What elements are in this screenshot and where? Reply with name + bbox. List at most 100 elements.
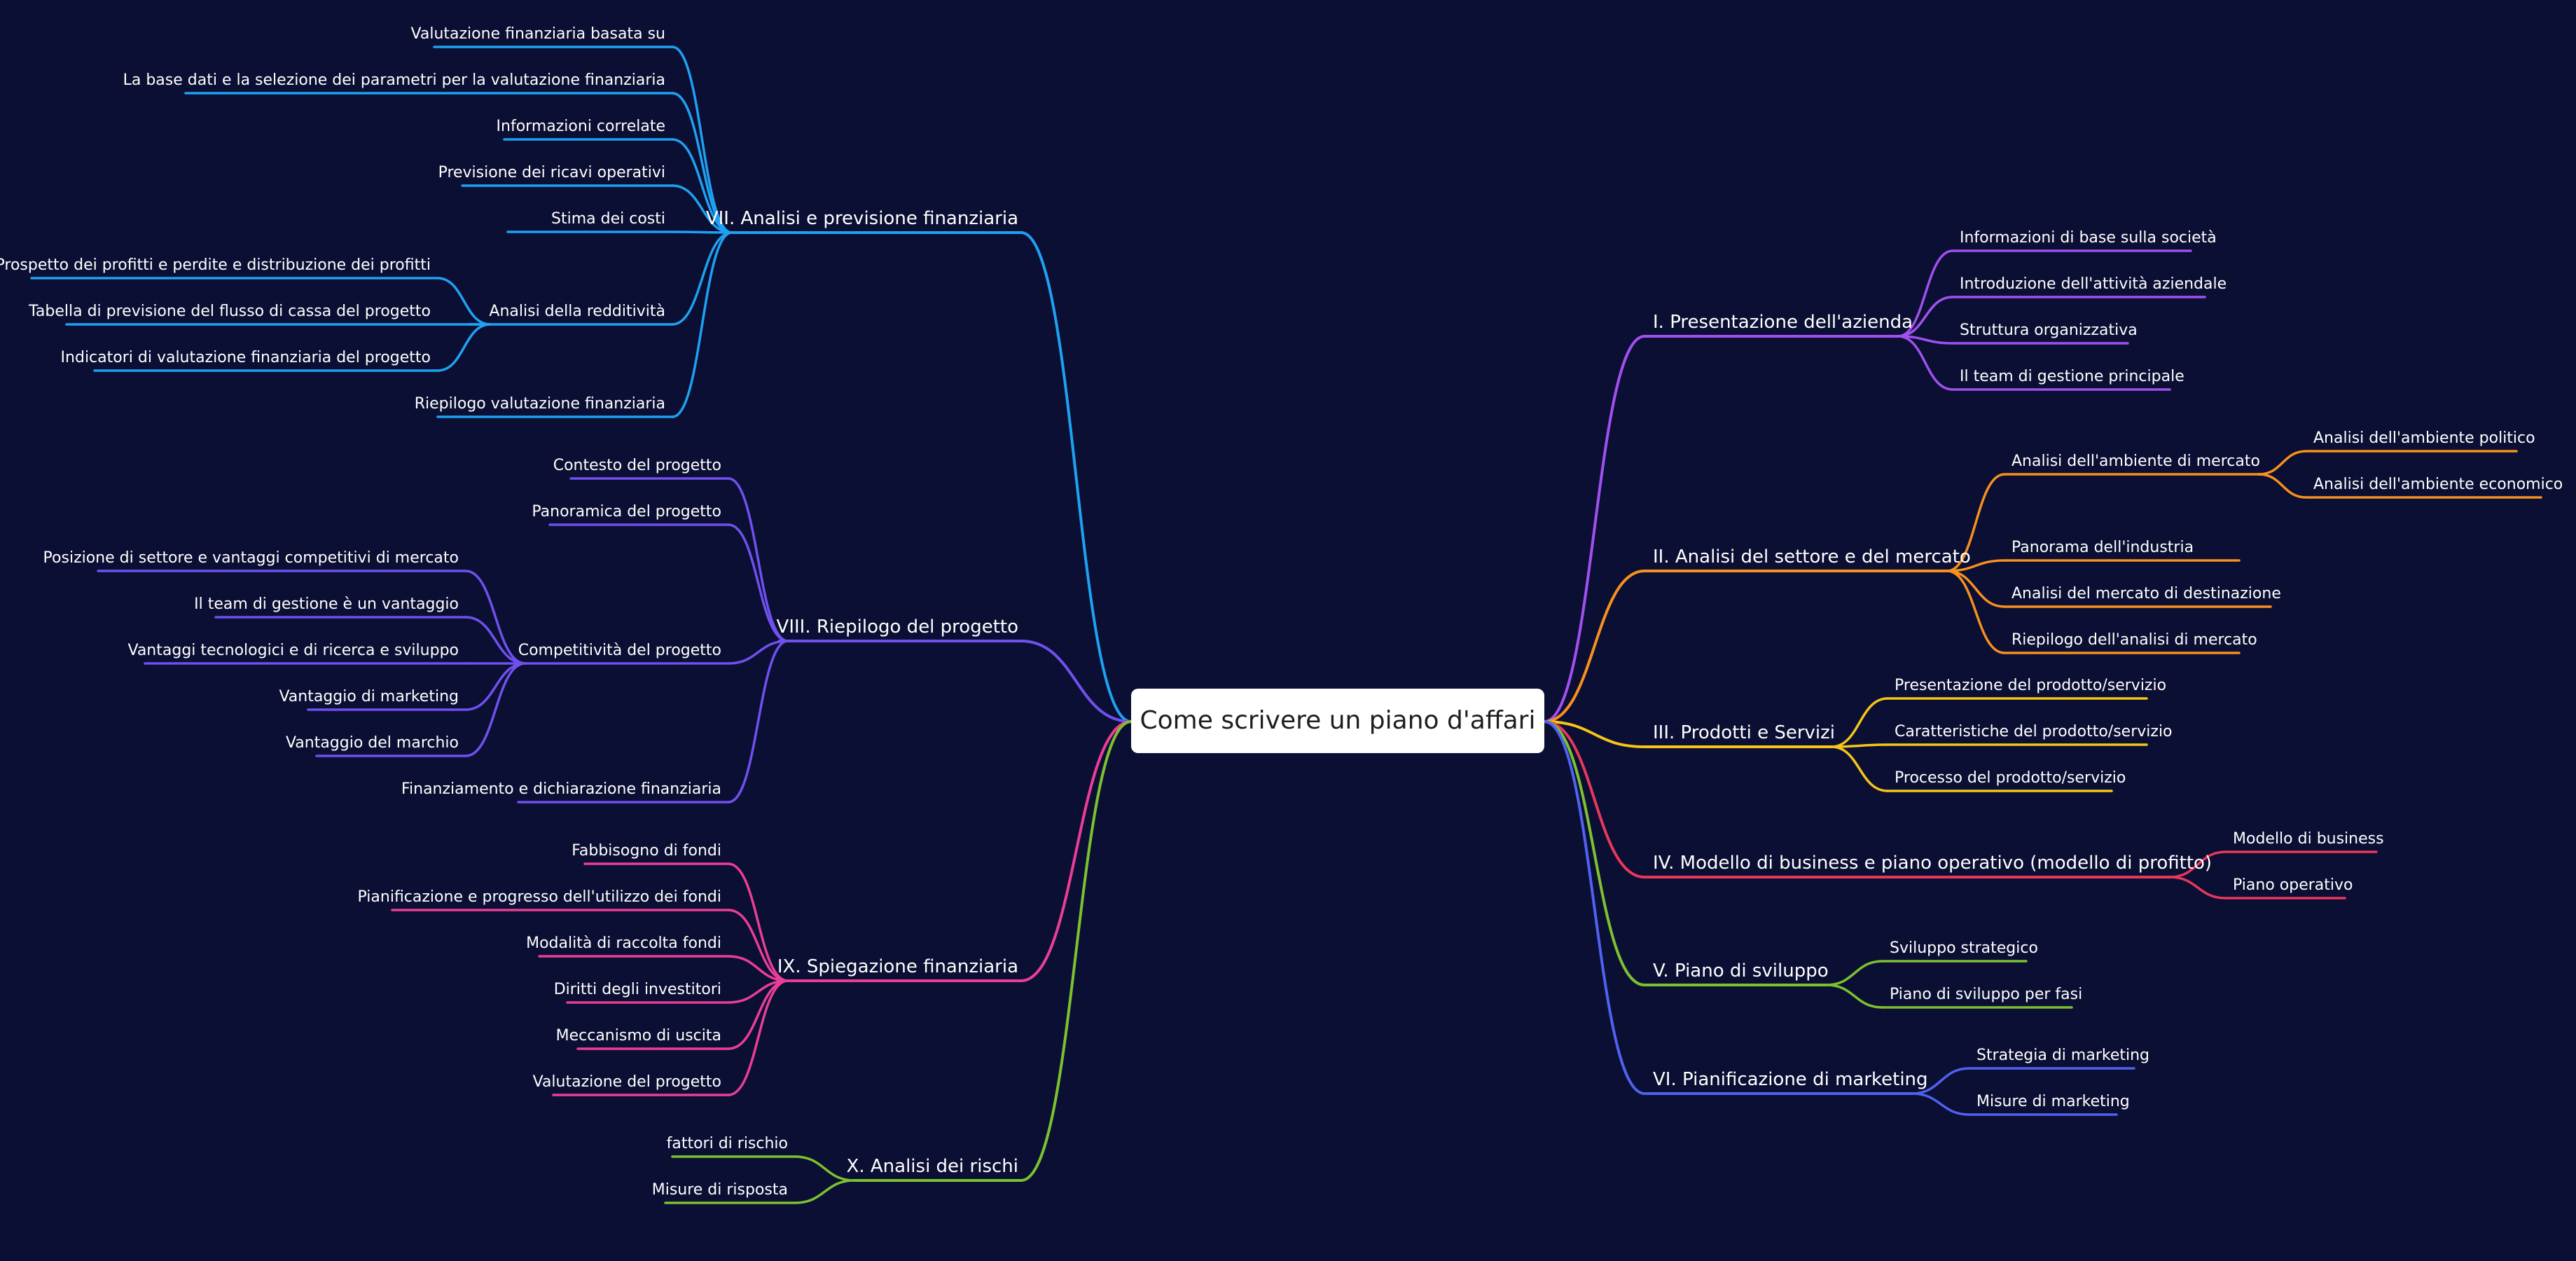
- child-label[interactable]: Riepilogo dell'analisi di mercato: [2011, 631, 2257, 649]
- branch-connector: [1543, 720, 1646, 748]
- branch-label[interactable]: VIII. Riepilogo del progetto: [777, 616, 1018, 638]
- child-connector: [1946, 570, 2006, 608]
- child-connector: [727, 979, 789, 1004]
- child-connector: [2168, 850, 2227, 878]
- branch-label[interactable]: V. Piano di sviluppo: [1653, 960, 1829, 981]
- child-label[interactable]: Valutazione finanziaria basata su: [411, 25, 665, 43]
- child-connector: [727, 523, 789, 642]
- root-title[interactable]: Come scrivere un piano d'affari: [1140, 706, 1536, 735]
- child-label[interactable]: Stima dei costi: [551, 210, 665, 228]
- child-connector: [1946, 570, 2006, 654]
- child-connector: [1830, 743, 1889, 748]
- branch-connector: [1543, 720, 1646, 878]
- grandchild-label[interactable]: Vantaggio di marketing: [279, 688, 459, 705]
- child-label[interactable]: fattori di rischio: [667, 1135, 788, 1152]
- child-label[interactable]: Analisi del mercato di destinazione: [2011, 585, 2281, 602]
- grandchild-connector: [464, 662, 527, 711]
- child-label[interactable]: Finanziamento e dichiarazione finanziari…: [401, 780, 721, 798]
- child-label[interactable]: Analisi dell'ambiente di mercato: [2011, 453, 2260, 470]
- branch-label[interactable]: III. Prodotti e Servizi: [1653, 722, 1835, 743]
- child-label[interactable]: Piano di sviluppo per fasi: [1890, 986, 2082, 1003]
- child-label[interactable]: Panorama dell'industria: [2011, 539, 2194, 556]
- child-label[interactable]: Valutazione del progetto: [533, 1073, 721, 1091]
- child-label[interactable]: Pianificazione e progresso dell'utilizzo…: [358, 888, 721, 906]
- child-label[interactable]: Il team di gestione principale: [1960, 368, 2184, 385]
- child-label[interactable]: Presentazione del prodotto/servizio: [1895, 677, 2166, 694]
- child-label[interactable]: Previsione dei ricavi operativi: [438, 164, 665, 181]
- child-label[interactable]: La base dati e la selezione dei parametr…: [123, 71, 665, 89]
- grandchild-label[interactable]: Posizione di settore e vantaggi competit…: [43, 549, 459, 567]
- child-connector: [727, 477, 789, 642]
- branch-connector: [1543, 720, 1646, 986]
- child-label[interactable]: Analisi della redditività: [489, 303, 665, 320]
- child-label[interactable]: Fabbisogno di fondi: [572, 842, 721, 860]
- branch-connector: [1543, 335, 1646, 723]
- child-label[interactable]: Struttura organizzativa: [1960, 322, 2138, 339]
- branch-label[interactable]: IX. Spiegazione finanziaria: [777, 956, 1018, 977]
- branch-label[interactable]: VII. Analisi e previsione finanziaria: [706, 208, 1018, 229]
- branch-label[interactable]: VI. Pianificazione di marketing: [1653, 1069, 1928, 1090]
- connector-layer: [30, 46, 2542, 1204]
- branch-label[interactable]: IV. Modello di business e piano operativ…: [1653, 853, 2212, 874]
- child-label[interactable]: Diritti degli investitori: [554, 981, 721, 998]
- grandchild-connector: [436, 277, 492, 326]
- child-connector: [727, 640, 789, 804]
- child-connector: [671, 231, 733, 418]
- branch-label[interactable]: II. Analisi del settore e del mercato: [1653, 546, 1971, 567]
- child-label[interactable]: Competitività del progetto: [518, 642, 721, 659]
- child-connector: [1825, 960, 1884, 986]
- child-connector: [671, 230, 733, 234]
- child-connector: [1946, 473, 2006, 572]
- grandchild-label[interactable]: Analisi dell'ambiente politico: [2313, 429, 2535, 447]
- child-label[interactable]: Modello di business: [2233, 830, 2384, 848]
- child-connector: [727, 979, 789, 1096]
- grandchild-label[interactable]: Il team di gestione è un vantaggio: [194, 595, 459, 613]
- child-label[interactable]: Sviluppo strategico: [1890, 939, 2038, 957]
- child-label[interactable]: Introduzione dell'attività aziendale: [1960, 275, 2227, 293]
- child-connector: [794, 1155, 856, 1182]
- child-label[interactable]: Informazioni di base sulla società: [1960, 229, 2217, 247]
- branch-connector: [1020, 720, 1133, 1182]
- child-label[interactable]: Strategia di marketing: [1976, 1047, 2149, 1064]
- child-connector: [1946, 559, 2006, 572]
- child-connector: [1897, 249, 1954, 338]
- grandchild-label[interactable]: Tabella di previsione del flusso di cass…: [28, 303, 431, 320]
- child-connector: [727, 955, 789, 982]
- child-connector: [1911, 1067, 1971, 1095]
- child-connector: [1830, 745, 1889, 792]
- node-layer: I. Presentazione dell'azienda Informazion…: [0, 25, 2563, 1199]
- child-connector: [2168, 876, 2227, 900]
- child-connector: [727, 640, 789, 665]
- branch-connector: [1020, 231, 1133, 723]
- branch-connector: [1543, 570, 1646, 723]
- child-connector: [671, 231, 733, 326]
- child-connector: [1897, 296, 1954, 338]
- child-label[interactable]: Modalità di raccolta fondi: [526, 935, 721, 952]
- grandchild-label[interactable]: Vantaggi tecnologici e di ricerca e svil…: [127, 642, 459, 659]
- grandchild-connector: [464, 616, 527, 665]
- child-connector: [727, 862, 789, 982]
- grandchild-label[interactable]: Vantaggio del marchio: [286, 734, 459, 752]
- child-label[interactable]: Contesto del progetto: [553, 457, 721, 474]
- branch-label[interactable]: I. Presentazione dell'azienda: [1653, 312, 1913, 333]
- child-label[interactable]: Panoramica del progetto: [532, 503, 721, 521]
- root-node[interactable]: Come scrivere un piano d'affari: [1131, 689, 1544, 753]
- child-label[interactable]: Misure di risposta: [652, 1181, 788, 1199]
- child-label[interactable]: Processo del prodotto/servizio: [1895, 769, 2126, 787]
- grandchild-connector: [464, 570, 527, 665]
- child-connector: [1830, 697, 1889, 748]
- child-label[interactable]: Misure di marketing: [1976, 1093, 2130, 1110]
- child-label[interactable]: Caratteristiche del prodotto/servizio: [1895, 723, 2173, 740]
- child-label[interactable]: Meccanismo di uscita: [556, 1027, 721, 1045]
- branch-label[interactable]: X. Analisi dei rischi: [847, 1156, 1018, 1177]
- child-connector: [671, 46, 733, 234]
- child-label[interactable]: Riepilogo valutazione finanziaria: [415, 395, 665, 413]
- child-connector: [1911, 1092, 1971, 1116]
- grandchild-label[interactable]: Prospetto dei profitti e perdite e distr…: [0, 256, 431, 274]
- child-label[interactable]: Piano operativo: [2233, 876, 2353, 894]
- child-connector: [671, 184, 733, 234]
- grandchild-label[interactable]: Indicatori di valutazione finanziaria de…: [61, 349, 431, 366]
- grandchild-label[interactable]: Analisi dell'ambiente economico: [2313, 476, 2563, 493]
- child-label[interactable]: Informazioni correlate: [497, 118, 665, 135]
